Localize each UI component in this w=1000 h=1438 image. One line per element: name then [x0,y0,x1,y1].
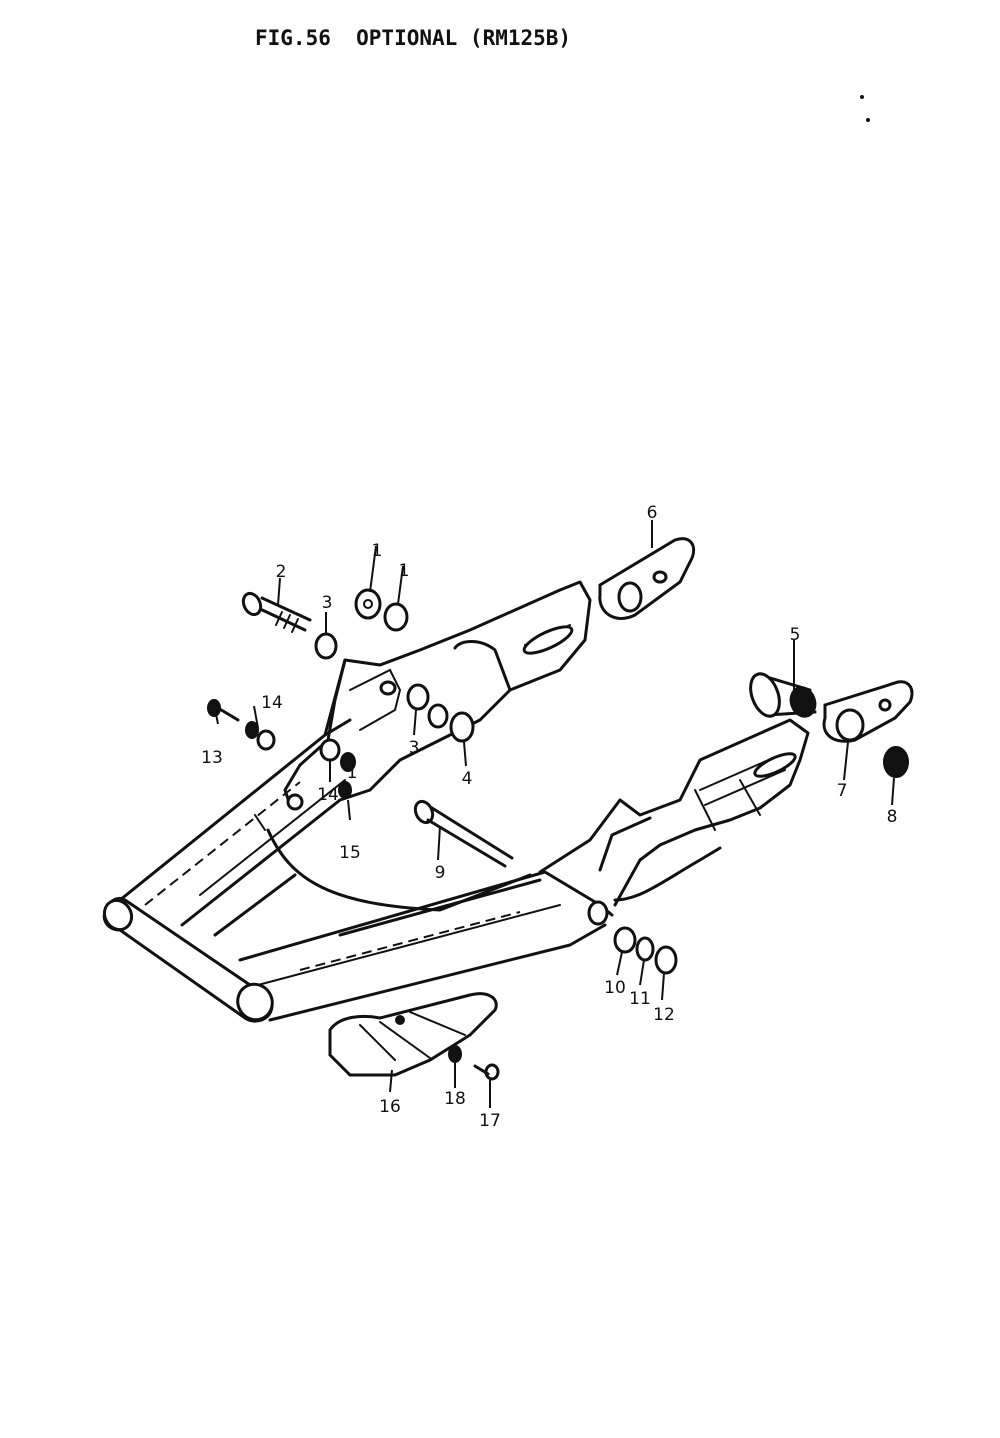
washer-part-11 [635,936,655,962]
washer-part-14 [256,729,276,751]
callout-14: 14 [261,693,283,713]
nut-part-12 [654,945,678,975]
figure-title: FIG.56 OPTIONAL (RM125B) [255,26,572,50]
washer [427,703,449,729]
callout-4: 4 [462,769,473,789]
callout-1: 1 [372,541,383,561]
washer-part-3 [314,632,338,660]
collar-part-5 [749,672,817,718]
nut-hole [363,599,373,609]
nut-part-1 [354,588,382,620]
scan-speck [860,95,864,99]
washer-part-14 [245,721,259,739]
chain-adjuster-part-7 [822,680,914,743]
bolt-part-9 [413,799,514,868]
callout-17: 17 [479,1111,501,1131]
bolt-part-13 [207,699,240,722]
nut-part-8 [883,746,909,778]
callout-1: 1 [347,763,358,783]
callout-14: 14 [317,785,339,805]
callout-8: 8 [887,807,898,827]
callout-12: 12 [653,1005,675,1025]
swingarm [102,580,810,1023]
chain-adjuster-part-6 [598,537,696,620]
callout-10: 10 [604,978,626,998]
callout-15: 15 [339,843,361,863]
callout-2: 2 [276,562,287,582]
callout-16: 16 [379,1097,401,1117]
callout-9: 9 [435,863,446,883]
nut-part-1 [383,602,409,632]
bolt-part-2 [241,591,312,633]
callout-5: 5 [790,625,801,645]
part-15 [338,781,352,799]
nut-part-1 [340,752,356,772]
washer-part-14 [319,738,341,762]
washer-part-3 [406,683,430,711]
washer-part-18 [448,1045,462,1063]
callout-7: 7 [837,781,848,801]
callout-13: 13 [201,748,223,768]
nut-part-4 [449,711,475,743]
callout-1: 1 [399,561,410,581]
callout-6: 6 [647,503,658,523]
screw-part-17 [473,1063,500,1081]
scan-speck [866,118,870,122]
callout-11: 11 [629,989,651,1009]
callout-3: 3 [322,593,333,613]
chain-guide [328,992,498,1077]
callout-18: 18 [444,1089,466,1109]
callout-3: 3 [409,738,420,758]
callouts: 2 3 1 1 6 5 14 13 3 4 1 14 15 9 7 8 10 1… [201,503,897,1131]
leader-lines [215,520,895,1108]
washer-part-10 [613,926,637,954]
